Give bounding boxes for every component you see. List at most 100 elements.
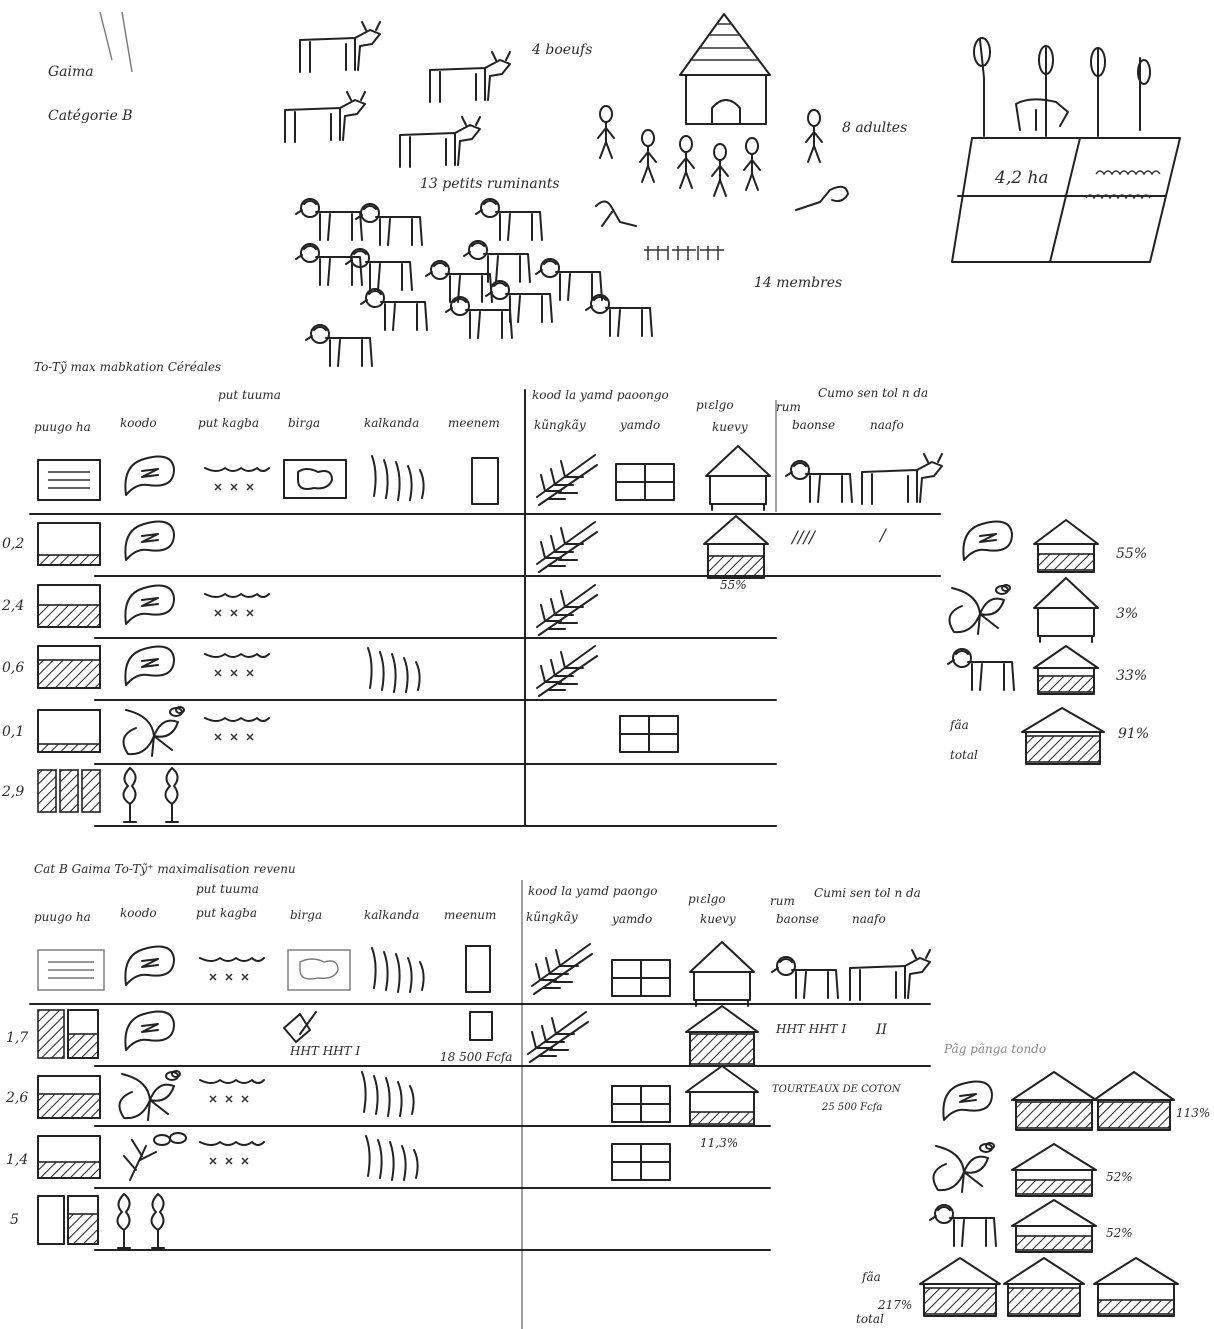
goat-icon — [464, 241, 530, 282]
t1-pielgo-pct: 55% — [720, 578, 747, 592]
table2-group-put-tuuma: put tuuma — [196, 882, 259, 896]
t1-col-naafo: naafo — [870, 418, 904, 432]
area-label: 4,2 ha — [995, 168, 1049, 188]
t1-row5-ha: 2,9 — [2, 784, 24, 800]
goat-icon — [296, 244, 362, 285]
t1-col-koodo: koodo — [120, 416, 157, 430]
t2-col-yamdo: yamdo — [612, 912, 652, 926]
t2-row3-ha: 1,4 — [6, 1152, 28, 1168]
t2-row4-ha: 5 — [10, 1212, 19, 1228]
goat-icon — [426, 261, 492, 302]
t2-col-kungkay: kũngkãy — [526, 910, 578, 924]
goat-icon — [476, 199, 542, 240]
t2-row1-ha: 1,7 — [6, 1030, 28, 1046]
table2-summary-icons — [920, 1072, 1178, 1316]
goat-icon — [346, 249, 412, 290]
goat-icon — [361, 289, 427, 330]
small-ruminants-count: 13 petits ruminants — [420, 176, 560, 192]
cattle-count: 4 boeufs — [532, 42, 592, 58]
members-count: 14 membres — [754, 275, 842, 291]
hut-icon — [680, 14, 770, 124]
t1-tally-cattle: / — [880, 526, 886, 546]
table2-group-pielgo: pɩɛlgo — [688, 892, 726, 906]
t2-birga-tally: HHT HHT I — [290, 1044, 360, 1058]
t1-col-baonse: baonse — [792, 418, 835, 432]
t2-summary-title: Pãg pãnga tondo — [944, 1042, 1046, 1056]
t2-col-koodo: koodo — [120, 906, 157, 920]
t1-col-kungkay: kũngkãy — [534, 418, 586, 432]
t1-summary-pct-3: 33% — [1116, 668, 1147, 684]
table1-header-icons — [38, 446, 942, 510]
table1-group-kood: kood la yamd paoongo — [532, 388, 669, 402]
t2-note-line1: TOURTEAUX DE COTON — [772, 1084, 901, 1095]
t1-col-meenem: meenem — [448, 416, 500, 430]
t2-col-puugo: puugo ha — [34, 910, 91, 924]
field-plan — [952, 38, 1180, 262]
table1-group-put-tuuma: put tuuma — [218, 388, 281, 402]
goat-icon — [486, 281, 552, 322]
table1-group-sales: Cumo sen tol n da — [818, 386, 928, 400]
t2-col-kalkanda: kalkanda — [364, 908, 419, 922]
table2-group-sales: Cumi sen tol n da — [814, 886, 921, 900]
table2-group-ruminants: rum — [770, 894, 795, 908]
adults-count: 8 adultes — [842, 120, 907, 136]
t1-col-birga: birga — [288, 416, 320, 430]
t1-row4-ha: 0,1 — [2, 724, 24, 740]
table2-title: Cat B Gaima To-Tỹ⁺ maximalisation revenu — [34, 862, 296, 876]
t1-col-kalkanda: kalkanda — [364, 416, 419, 430]
table1-title: To-Tỹ max mabkation Céréales — [34, 360, 221, 374]
t2-tally-cattle: II — [876, 1022, 887, 1038]
table2-header-icons — [38, 942, 930, 1006]
village-name: Gaima — [48, 64, 94, 80]
goat-icon — [586, 295, 652, 336]
t2-row2-ha: 2,6 — [6, 1090, 28, 1106]
t2-summary-pct-total: 217% — [878, 1298, 912, 1312]
goat-icon — [306, 325, 372, 366]
t1-col-kuevy: kuevy — [712, 420, 748, 434]
t1-tally-small-ruminants: //// — [792, 528, 815, 548]
t2-summary-pct-3: 52% — [1106, 1226, 1133, 1240]
t2-summary-pct-2: 52% — [1106, 1170, 1133, 1184]
t2-tally-small-ruminants: HHT HHT I — [776, 1022, 846, 1036]
t2-col-baonse: baonse — [776, 912, 819, 926]
cow-icon — [300, 22, 380, 72]
t2-pielgo-pct: 11,3% — [700, 1136, 738, 1150]
table1-summary-icons — [948, 520, 1104, 764]
t1-col-puugo: puugo ha — [34, 420, 91, 434]
goat-icon — [296, 199, 362, 240]
cow-icon — [400, 117, 480, 167]
t2-summary-label-faa: fãa — [862, 1270, 881, 1284]
t2-summary-pct-1: 113% — [1176, 1106, 1210, 1120]
t1-col-yamdo: yamdo — [620, 418, 660, 432]
t1-summary-label-faa: fãa — [950, 718, 969, 732]
t2-col-kuevy: kuevy — [700, 912, 736, 926]
t1-summary-pct-total: 91% — [1118, 726, 1149, 742]
t2-note-line2: 25 500 Fcfa — [822, 1102, 882, 1113]
t1-row1-ha: 0,2 — [2, 536, 24, 552]
table1-grid — [30, 390, 940, 826]
t1-col-put-kagba: put kagba — [198, 416, 259, 430]
t2-meenem-value: 18 500 Fcfa — [440, 1050, 512, 1064]
goat-herd — [296, 199, 652, 366]
t2-col-put-kagba: put kagba — [196, 906, 257, 920]
t1-row2-ha: 2,4 — [2, 598, 24, 614]
t2-summary-label-total: total — [856, 1312, 884, 1326]
children-group — [596, 187, 848, 260]
t1-row3-ha: 0,6 — [2, 660, 24, 676]
t1-summary-pct-2: 3% — [1116, 606, 1138, 622]
adults-group — [598, 106, 822, 196]
table2-group-kood: kood la yamd paongo — [528, 884, 658, 898]
t2-col-meenum: meenum — [444, 908, 496, 922]
cow-icon — [285, 92, 365, 142]
goat-icon — [446, 297, 512, 338]
pencil-marks — [100, 12, 132, 72]
t2-col-birga: birga — [290, 908, 322, 922]
t1-summary-label-total: total — [950, 748, 978, 762]
table1-group-pielgo: pɩɛlgo — [696, 398, 734, 412]
category-label: Catégorie B — [48, 108, 133, 124]
table1-group-ruminants: rum — [776, 400, 801, 414]
t2-col-naafo: naafo — [852, 912, 886, 926]
goat-icon — [356, 204, 422, 245]
